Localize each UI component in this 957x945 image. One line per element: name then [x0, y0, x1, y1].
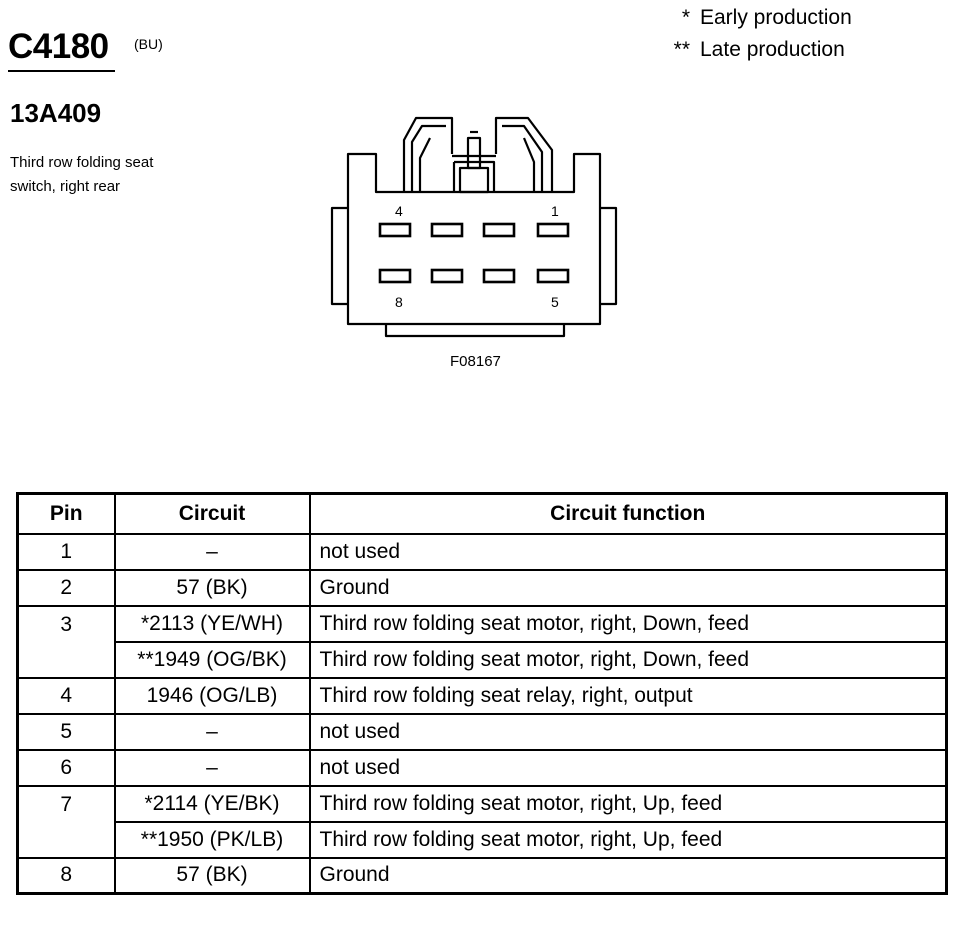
connector-left-ear — [330, 206, 348, 306]
pin-cell: 1 — [16, 532, 116, 571]
pin-cell: 3 — [16, 604, 116, 679]
pin-cell: 5 — [16, 712, 116, 751]
table-header-row: Pin Circuit Circuit function — [16, 492, 948, 535]
circuit-cell: **1949 (OG/BK) — [113, 640, 311, 679]
pin-label-top-right: 1 — [551, 203, 559, 219]
function-cell: Third row folding seat motor, right, Dow… — [308, 640, 948, 679]
pin-cavity-4 — [378, 222, 412, 238]
function-cell: Ground — [308, 856, 948, 895]
pin-cavity-2 — [482, 222, 516, 238]
function-cell: not used — [308, 532, 948, 571]
function-cell: Third row folding seat motor, right, Up,… — [308, 784, 948, 823]
pin-label-top-left: 4 — [395, 203, 403, 219]
header-pin: Pin — [16, 492, 116, 535]
figure-id: F08167 — [450, 353, 501, 370]
function-cell: Third row folding seat relay, right, out… — [308, 676, 948, 715]
circuit-cell: 57 (BK) — [113, 568, 311, 607]
pin-cell: 8 — [16, 856, 116, 895]
table-row: **1949 (OG/BK) Third row folding seat mo… — [18, 640, 948, 679]
table-row: 6 – not used — [16, 748, 948, 787]
connector-latch — [402, 116, 554, 194]
circuit-cell: – — [113, 712, 311, 751]
legend-text: Late production — [700, 38, 845, 61]
connector-bottom-lip — [384, 324, 566, 338]
pin-cavity-6 — [482, 268, 516, 284]
function-cell: not used — [308, 748, 948, 787]
circuit-cell: *2113 (YE/WH) — [113, 604, 311, 643]
function-cell: Third row folding seat motor, right, Dow… — [308, 604, 948, 643]
connector-face-diagram: 4 1 8 5 — [330, 116, 618, 338]
table-row: 3 *2113 (YE/WH) Third row folding seat m… — [16, 604, 948, 679]
pin-cavity-3 — [430, 222, 464, 238]
header-circuit: Circuit — [113, 492, 311, 535]
pin-cell: 2 — [16, 568, 116, 607]
part-number: 13A409 — [10, 98, 102, 128]
pin-cavity-1 — [536, 222, 570, 238]
table-row: 8 57 (BK) Ground — [16, 856, 948, 895]
title-underline — [8, 70, 115, 72]
pin-label-bottom-left: 8 — [395, 294, 403, 310]
pin-cavity-7 — [430, 268, 464, 284]
pin-label-bottom-right: 5 — [551, 294, 559, 310]
connector-color: (BU) — [134, 36, 163, 52]
table-row: 1 – not used — [16, 532, 948, 571]
legend-text: Early production — [700, 6, 852, 29]
pin-cavity-5 — [536, 268, 570, 284]
component-description: Third row folding seat switch, right rea… — [10, 154, 154, 195]
pin-cell: 7 — [16, 784, 116, 859]
circuit-cell: 1946 (OG/LB) — [113, 676, 311, 715]
pin-cell: 6 — [16, 748, 116, 787]
function-cell: Ground — [308, 568, 948, 607]
circuit-cell: **1950 (PK/LB) — [113, 820, 311, 859]
circuit-cell: – — [113, 748, 311, 787]
table-row: **1950 (PK/LB) Third row folding seat mo… — [18, 820, 948, 859]
circuit-cell: 57 (BK) — [113, 856, 311, 895]
pin-table: Pin Circuit Circuit function 1 – not use… — [16, 492, 948, 895]
legend-symbol: ** — [673, 38, 690, 61]
pin-cavity-8 — [378, 268, 412, 284]
table-row: 5 – not used — [16, 712, 948, 751]
table-row: 4 1946 (OG/LB) Third row folding seat re… — [16, 676, 948, 715]
function-cell: not used — [308, 712, 948, 751]
circuit-cell: – — [113, 532, 311, 571]
table-row: 7 *2114 (YE/BK) Third row folding seat m… — [16, 784, 948, 859]
circuit-cell: *2114 (YE/BK) — [113, 784, 311, 823]
function-cell: Third row folding seat motor, right, Up,… — [308, 820, 948, 859]
connector-id: C4180 — [8, 27, 109, 66]
table-row: 2 57 (BK) Ground — [16, 568, 948, 607]
connector-body — [346, 152, 602, 326]
legend-symbol: * — [681, 6, 690, 29]
header-function: Circuit function — [308, 492, 948, 535]
connector-right-ear — [600, 206, 618, 306]
pin-cell: 4 — [16, 676, 116, 715]
